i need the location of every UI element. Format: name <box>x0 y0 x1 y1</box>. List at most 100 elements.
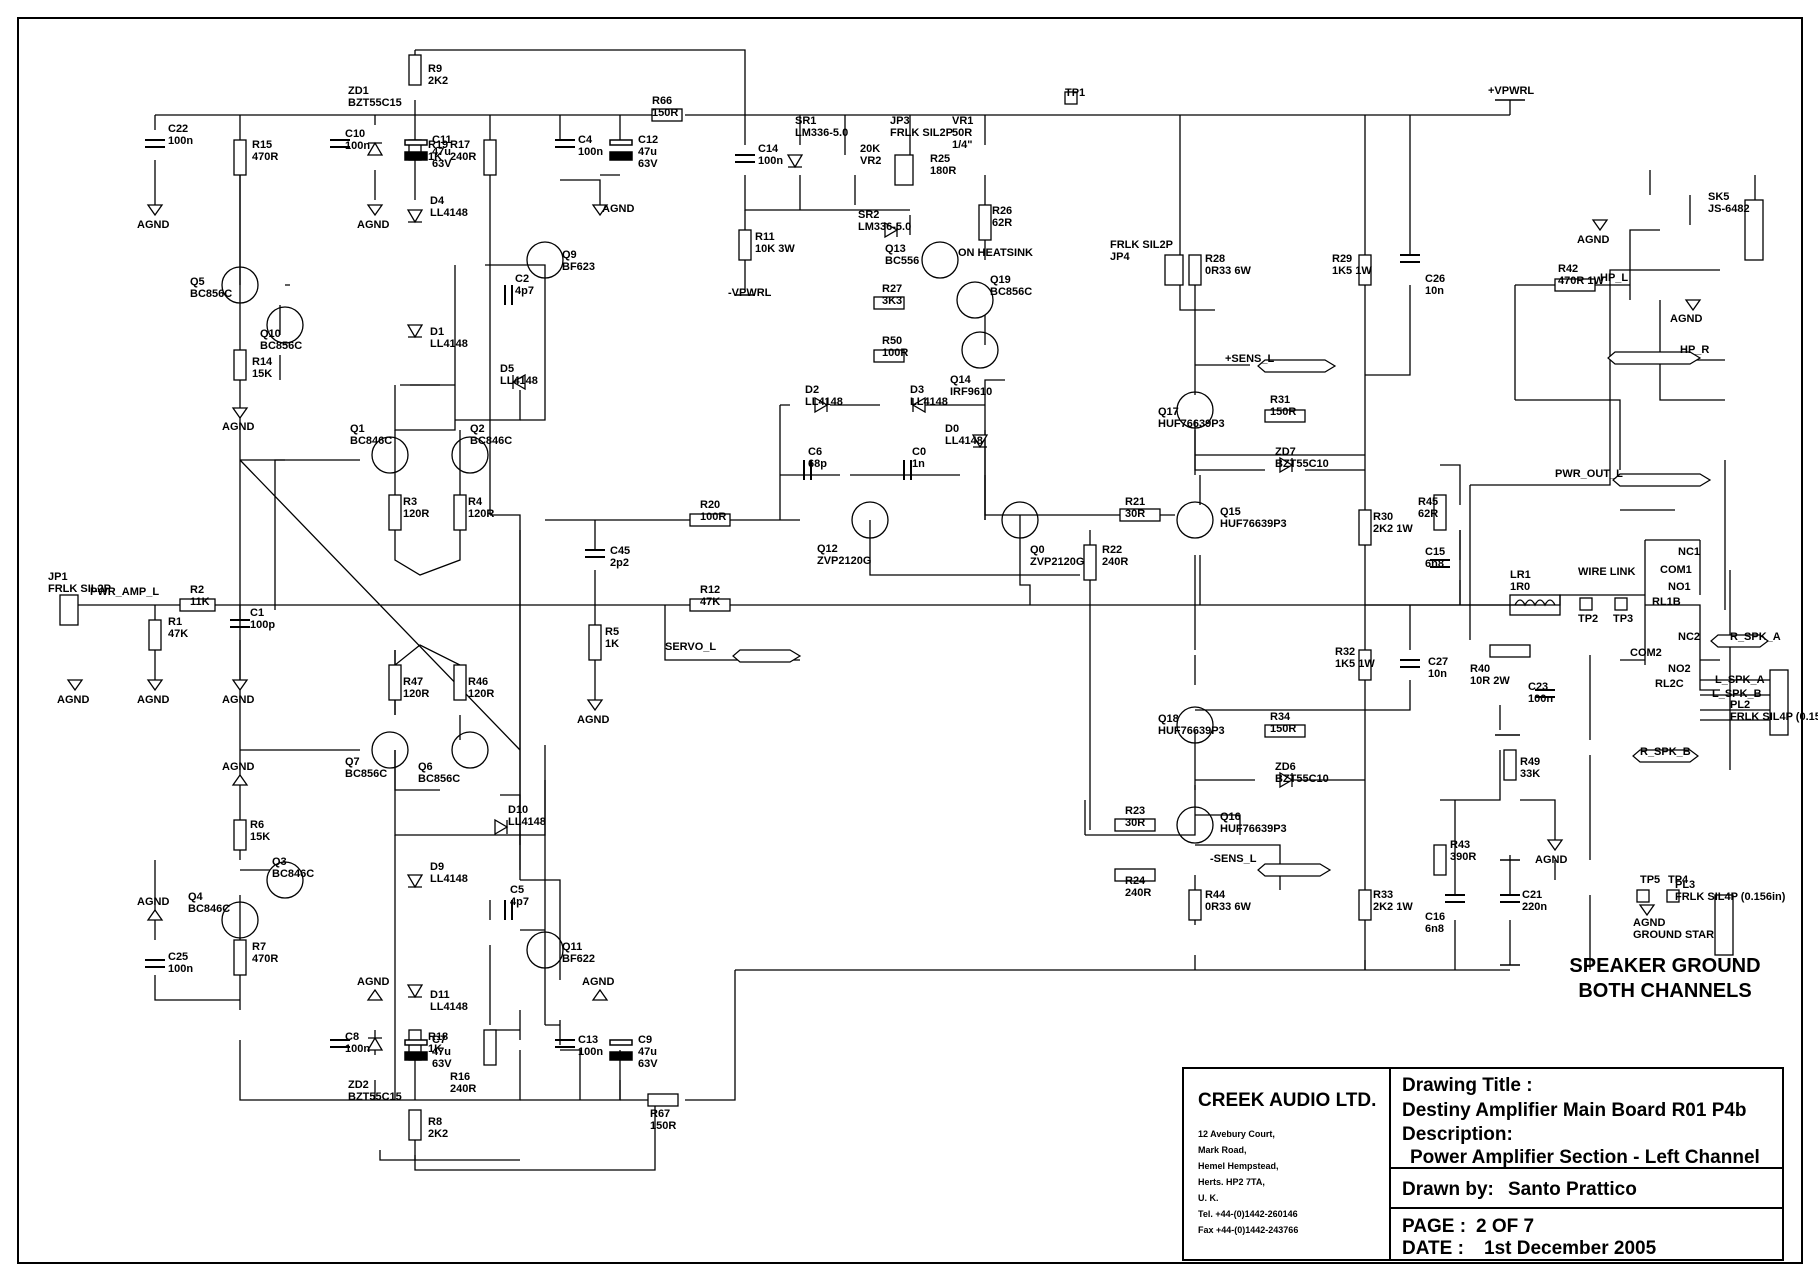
r15-body <box>233 139 247 176</box>
d10-symbol <box>494 818 509 836</box>
hp-r-flag <box>1607 351 1702 365</box>
date-label: DATE : <box>1402 1238 1464 1259</box>
jp1-label: FRLK SIL2P <box>48 583 111 595</box>
q1-label: Q1 <box>350 423 365 435</box>
tp3-label: TP3 <box>1613 613 1633 625</box>
c26-label: C26 <box>1425 273 1445 285</box>
no2-label: NO2 <box>1668 663 1691 675</box>
sr1-label: LM336-5.0 <box>795 127 848 139</box>
r40-label: 10R 2W <box>1470 675 1510 687</box>
r17-label: R17 <box>450 139 470 151</box>
c15-label: 6n8 <box>1425 558 1444 570</box>
agnd-label: AGND <box>222 421 254 433</box>
r46-label: R46 <box>468 676 488 688</box>
q14-label: Q14 <box>950 374 972 386</box>
tp2-label: TP2 <box>1578 613 1598 625</box>
c11-label: 63V <box>432 158 452 170</box>
hp-l-label: HP_L <box>1600 272 1628 284</box>
r2-label: 11K <box>190 596 210 608</box>
address-line: Mark Road, <box>1198 1145 1247 1155</box>
r66-label: R66 <box>652 95 672 107</box>
q4-label: Q4 <box>188 891 204 903</box>
vr1-label: VR1 <box>952 115 973 127</box>
c10-label: C10 <box>345 128 365 140</box>
com2-label: COM2 <box>1630 647 1662 659</box>
agnd-label: AGND <box>137 896 169 908</box>
sk5-symbol <box>1744 199 1764 261</box>
c16-label: C16 <box>1425 911 1445 923</box>
r22-label: R22 <box>1102 544 1122 556</box>
r8-body <box>408 1109 422 1141</box>
c9-label: 63V <box>638 1058 658 1070</box>
r1-label: R1 <box>168 616 182 628</box>
zd6-label: BZT55C10 <box>1275 773 1329 785</box>
agnd-symbol <box>1546 839 1564 852</box>
agnd-symbol <box>1684 299 1702 312</box>
r21-label: 30R <box>1125 508 1145 520</box>
r3-label: R3 <box>403 496 417 508</box>
r42-label: R42 <box>1558 263 1578 275</box>
agnd-symbol <box>231 407 249 420</box>
c16-plates <box>1445 894 1465 903</box>
d1-symbol <box>406 324 424 339</box>
sens-n-label: -SENS_L <box>1210 853 1257 865</box>
r20-label: 100R <box>700 511 726 523</box>
q13-label: BC556 <box>885 255 919 267</box>
servo-label: SERVO_L <box>665 641 716 653</box>
c27-plates <box>1400 659 1420 668</box>
r14-label: R14 <box>252 356 273 368</box>
r67-label: R67 <box>650 1108 670 1120</box>
c6-label: C6 <box>808 446 822 458</box>
q15-label: Q15 <box>1220 506 1241 518</box>
r47-label: 120R <box>403 688 429 700</box>
sk5-label: JS-6482 <box>1708 203 1750 215</box>
agnd-label: AGND <box>577 714 609 726</box>
r23-label: R23 <box>1125 805 1145 817</box>
vr2-label: 20K <box>860 143 880 155</box>
vr2-label: VR2 <box>860 155 881 167</box>
r31-label: R31 <box>1270 394 1290 406</box>
description: Power Amplifier Section - Left Channel <box>1410 1147 1760 1168</box>
agnd-label: AGND <box>222 694 254 706</box>
d3-label: LL4148 <box>910 396 948 408</box>
r5-body <box>588 624 602 661</box>
d2-label: LL4148 <box>805 396 843 408</box>
c9-plate-neg <box>609 1051 633 1061</box>
pl2-label: PL2 <box>1730 699 1750 711</box>
d11-symbol <box>406 984 424 999</box>
r66-body <box>651 108 683 122</box>
lr1-label: LR1 <box>1510 569 1531 581</box>
agnd-symbol <box>146 908 164 921</box>
r9-body <box>408 54 422 86</box>
r42-body <box>1554 278 1596 292</box>
c22-plates <box>145 139 165 148</box>
c9-label: C9 <box>638 1034 652 1046</box>
r49-body <box>1503 749 1517 781</box>
r29-label: R29 <box>1332 253 1352 265</box>
tp4-label: TP4 <box>1668 874 1689 886</box>
agnd-label: AGND <box>357 976 389 988</box>
wires <box>78 49 1770 1171</box>
jp4-label: FRLK SIL2P <box>1110 239 1173 251</box>
q16-label: HUF76639P3 <box>1220 823 1287 835</box>
jp3-label: JP3 <box>890 115 910 127</box>
page-number: 2 OF 7 <box>1476 1216 1534 1237</box>
c45-label: C45 <box>610 545 630 557</box>
zd7-label: ZD7 <box>1275 446 1296 458</box>
drawn-by-label: Drawn by: <box>1402 1179 1494 1200</box>
q7-label: BC856C <box>345 768 387 780</box>
pl3-label: PL3 <box>1675 879 1695 891</box>
r9-label: 2K2 <box>428 75 448 87</box>
r43-label: 390R <box>1450 851 1476 863</box>
c5-label: C5 <box>510 884 524 896</box>
c4-label: 100n <box>578 146 603 158</box>
c7-label: C7 <box>432 1034 446 1046</box>
r34-label: 150R <box>1270 723 1296 735</box>
q16-label: Q16 <box>1220 811 1241 823</box>
r44-label: R44 <box>1205 889 1226 901</box>
c4-plates <box>555 139 575 148</box>
r22-body <box>1083 544 1097 581</box>
r20-body <box>689 513 731 527</box>
q11-label: Q11 <box>562 941 582 953</box>
